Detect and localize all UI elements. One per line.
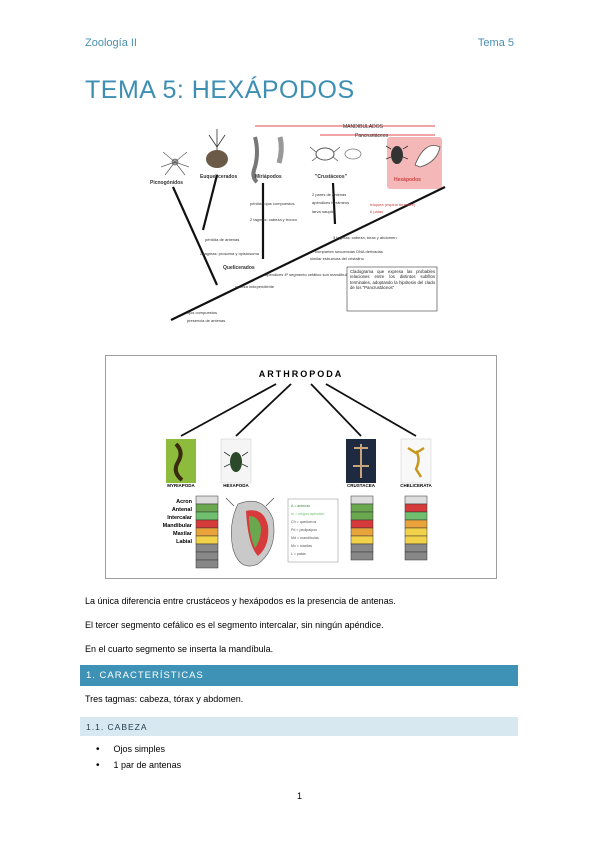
segment-maxilar: Maxilar xyxy=(173,531,193,537)
subsection-heading-cabeza: 1.1. CABEZA xyxy=(80,717,518,736)
label-hexapoda: HEXAPODA xyxy=(223,483,249,488)
trait-3: 2 pares de antenas xyxy=(312,192,346,197)
trait-5: larva nauplio xyxy=(312,209,335,214)
pycnogonid-icon xyxy=(160,151,190,176)
page-title: TEMA 5: HEXÁPODOS xyxy=(85,76,355,104)
label-pancrustaceos: Pancrustáceos xyxy=(355,133,389,139)
section-heading-caracteristicas: 1. CARACTERÍSTICAS xyxy=(80,665,518,686)
subsection-heading-text: 1.1. CABEZA xyxy=(86,721,148,732)
header-left: Zoología II xyxy=(85,37,137,49)
trait-11: 3 tagmas: cabeza, tórax y abdomen xyxy=(333,235,397,240)
trait-15: cabeza independiente xyxy=(235,284,275,289)
trait-17: presencia de antenas xyxy=(187,318,225,323)
label-euquelicerados: Euquelicerados xyxy=(200,174,237,180)
caption-box xyxy=(346,266,438,312)
arthropoda-lines xyxy=(180,383,417,437)
trait-8: pérdida de antenas xyxy=(205,237,239,242)
legend-patas: L = patas xyxy=(291,552,306,556)
paragraph-3: En el cuarto segmento se inserta la mand… xyxy=(85,644,274,654)
cladogram-tree xyxy=(170,174,446,321)
myriapod-photo xyxy=(166,439,196,483)
cladogram-svg: MANDIBULADOS Pancrustáceos Picnogónidos … xyxy=(105,117,495,332)
segment-antenal: Antenal xyxy=(172,507,193,513)
bullet-list: Ojos simples 1 par de antenas xyxy=(96,741,182,773)
arthropoda-figure: ARTHROPODA MYRIAPODA HEXAPODA CRUSTACEA … xyxy=(105,355,497,579)
crab-icon xyxy=(309,146,362,162)
paragraph-1: La única diferencia entre crustáceos y h… xyxy=(85,596,396,606)
label-hexapodos: Hexápodos xyxy=(394,177,421,183)
segment-labial: Labial xyxy=(176,539,192,545)
label-crustacea: CRUSTACEA xyxy=(347,483,376,488)
list-item: 1 par de antenas xyxy=(96,757,182,773)
label-miriapodos: Miriápodos xyxy=(255,174,282,180)
label-crustaceos: "Crustáceos" xyxy=(315,174,348,180)
label-mandibulados: MANDIBULADOS xyxy=(343,124,384,130)
page-number: 1 xyxy=(296,791,302,801)
segment-intercalar: Intercalar xyxy=(167,515,193,521)
legend-maxilas: Mx = maxilas xyxy=(291,544,312,548)
hexapoda-segment-column xyxy=(195,495,219,569)
legend-pedipalpos: Pd = pedipalpos xyxy=(291,528,317,532)
trait-10: Quelicerados xyxy=(223,265,255,271)
trait-14: apéndices 4º segmento cefálico son mandí… xyxy=(265,272,351,277)
horseshoe-crab-icon xyxy=(206,129,228,168)
trait-6: tráquea (espiral terrestre) xyxy=(370,202,416,207)
myriapod-icon xyxy=(251,136,284,184)
trait-12: comparten secuencias DNA derivadas xyxy=(315,249,383,254)
cladogram-caption: Cladograma que expresa las probables rel… xyxy=(350,269,435,291)
trait-16: ojos compuestos xyxy=(187,310,217,315)
paragraph-2: El tercer segmento cefálico es el segmen… xyxy=(85,620,384,630)
trait-1: pérdida ojos compuestos xyxy=(250,201,294,206)
label-myriapoda: MYRIAPODA xyxy=(167,483,195,488)
crustacea-segment-column xyxy=(350,495,374,561)
trait-4: apéndices birrámeos xyxy=(312,200,349,205)
legend-mandibulas: Md = mandíbulas xyxy=(291,536,319,540)
section-heading-text: 1. CARACTERÍSTICAS xyxy=(86,670,204,681)
legend-ningun: In = ningún apéndice xyxy=(291,512,324,516)
segment-acron: Acron xyxy=(176,499,193,505)
arthropoda-title: ARTHROPODA xyxy=(259,369,344,379)
section1-text: Tres tagmas: cabeza, tórax y abdomen. xyxy=(85,694,244,704)
label-picnogonidos: Picnogónidos xyxy=(150,180,183,186)
trait-13: similar estructura del cristalino xyxy=(310,256,365,261)
chelicerata-segment-column xyxy=(404,495,428,561)
label-chelicerata: CHELICERATA xyxy=(400,483,432,488)
beetle-icon xyxy=(385,145,441,168)
trait-2: 2 tagmas: cabeza y tronco xyxy=(250,217,298,222)
list-item: Ojos simples xyxy=(96,741,181,757)
header-right: Tema 5 xyxy=(477,37,514,49)
segment-mandibular: Mandibular xyxy=(163,523,193,529)
cladogram-figure: MANDIBULADOS Pancrustáceos Picnogónidos … xyxy=(105,117,495,332)
head-diagram xyxy=(225,497,275,567)
arthropoda-svg: ARTHROPODA MYRIAPODA HEXAPODA CRUSTACEA … xyxy=(163,369,433,569)
chelicerate-photo xyxy=(400,438,432,484)
trait-7: 6 patas xyxy=(370,209,383,214)
legend-queliceros: Ch = quelíceros xyxy=(291,520,316,524)
legend-antenas: A = antenas xyxy=(291,504,310,508)
legend-box xyxy=(287,498,339,563)
trait-9: 2 tagmas: prosoma y opistosoma xyxy=(200,251,260,256)
